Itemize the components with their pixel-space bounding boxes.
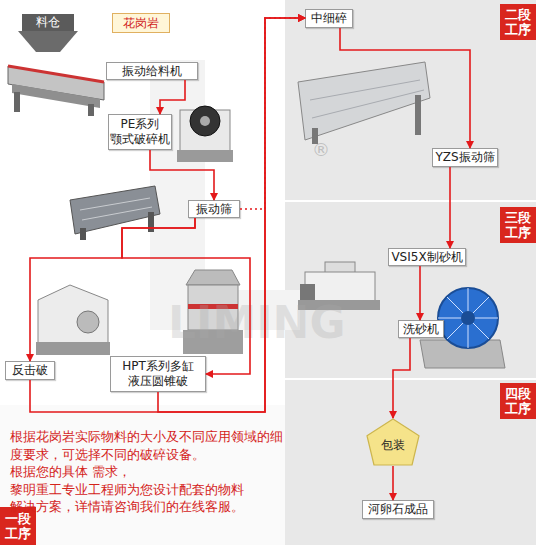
feeder-leg bbox=[14, 92, 20, 112]
feeder-edge bbox=[8, 66, 104, 82]
flow-arrow bbox=[393, 338, 410, 418]
screen-body bbox=[70, 186, 160, 234]
node-text: 料仓 bbox=[36, 14, 60, 31]
flow-arrow bbox=[392, 466, 394, 500]
impact-crusher-body bbox=[38, 285, 108, 345]
node-text: 振动给料机 bbox=[122, 64, 182, 79]
yzs-leg bbox=[415, 95, 421, 135]
impact-rotor bbox=[77, 311, 99, 333]
equipment-label: 振动筛 bbox=[188, 200, 240, 218]
yzs-mesh bbox=[310, 80, 420, 100]
node-text: HPT系列多缸 液压圆锥破 bbox=[111, 359, 205, 389]
jaw-base bbox=[177, 150, 233, 162]
node-text: 一段工序 bbox=[0, 511, 36, 541]
washer-hub bbox=[461, 311, 475, 325]
node-text: VSI5X制砂机 bbox=[391, 250, 462, 265]
stage-badge: 四段工序 bbox=[500, 383, 536, 419]
note-panel bbox=[0, 405, 285, 545]
equipment-label: 洗砂机 bbox=[398, 320, 444, 338]
flow-arrow bbox=[160, 80, 185, 114]
equipment-label: YZS振动筛 bbox=[432, 148, 498, 167]
watermark-mark: ® bbox=[312, 140, 336, 160]
product-label: 河卵石成品 bbox=[362, 500, 434, 519]
equipment-label: 反击破 bbox=[5, 361, 55, 380]
watermark: LIMING bbox=[168, 298, 348, 348]
screen-leg bbox=[148, 212, 154, 232]
washer-spoke bbox=[447, 297, 489, 339]
flow-arrow bbox=[122, 218, 250, 374]
bin-funnel bbox=[18, 31, 78, 52]
dotted-flow-line bbox=[240, 18, 305, 209]
stage-badge: 二段工序 bbox=[500, 4, 536, 40]
node-text: 四段工序 bbox=[500, 386, 536, 416]
node-text: 洗砂机 bbox=[403, 322, 439, 337]
stage-badge: 三段工序 bbox=[500, 207, 536, 243]
flow-arrow bbox=[150, 150, 214, 200]
packing-pentagon bbox=[367, 419, 419, 465]
node-text: 花岗岩 bbox=[123, 15, 159, 32]
flow-arrow bbox=[449, 167, 451, 248]
band-divider bbox=[285, 200, 536, 202]
node-text: YZS振动筛 bbox=[435, 150, 494, 165]
logo-watermark bbox=[150, 60, 300, 330]
node-text: 二段工序 bbox=[500, 7, 536, 37]
bin-label: 料仓 bbox=[22, 14, 74, 31]
material-label: 花岗岩 bbox=[112, 13, 170, 33]
equipment-label: HPT系列多缸 液压圆锥破 bbox=[110, 356, 206, 392]
jaw-flywheel bbox=[190, 106, 220, 136]
process-label: 中细碎 bbox=[305, 9, 353, 28]
stage-panel bbox=[285, 0, 536, 545]
washer-spoke bbox=[447, 297, 489, 339]
node-text: 振动筛 bbox=[196, 202, 232, 217]
impact-base bbox=[36, 342, 110, 355]
washer-wheel bbox=[438, 288, 498, 348]
node-text: 河卵石成品 bbox=[368, 502, 428, 517]
feeder-base bbox=[12, 84, 100, 108]
flow-arrow bbox=[340, 28, 470, 148]
equipment-label: PE系列 颚式破碎机 bbox=[108, 114, 172, 150]
node-text: 中细碎 bbox=[311, 11, 347, 26]
screen-mesh bbox=[80, 198, 150, 210]
feeder-leg bbox=[88, 104, 94, 116]
screen-mesh bbox=[82, 207, 152, 220]
equipment-label: 振动给料机 bbox=[106, 62, 198, 80]
cone-top bbox=[186, 270, 240, 285]
equipment-label: VSI5X制砂机 bbox=[388, 248, 466, 266]
description-note: 根据花岗岩实际物料的大小及不同应用领域的细 度要求，可选择不同的破碎设备。根据您… bbox=[10, 428, 278, 516]
node-text: 反击破 bbox=[12, 363, 48, 378]
yzs-mesh bbox=[312, 90, 424, 118]
flow-arrow bbox=[30, 18, 305, 412]
flow-arrow bbox=[419, 266, 421, 320]
node-text: 三段工序 bbox=[500, 210, 536, 240]
node-text: PE系列 颚式破碎机 bbox=[109, 117, 171, 147]
screen-leg bbox=[80, 228, 86, 240]
packing-shape: 包装 bbox=[366, 418, 420, 466]
band-divider bbox=[285, 378, 536, 380]
jaw-hub bbox=[200, 116, 210, 126]
node-text: 包装 bbox=[381, 437, 405, 454]
